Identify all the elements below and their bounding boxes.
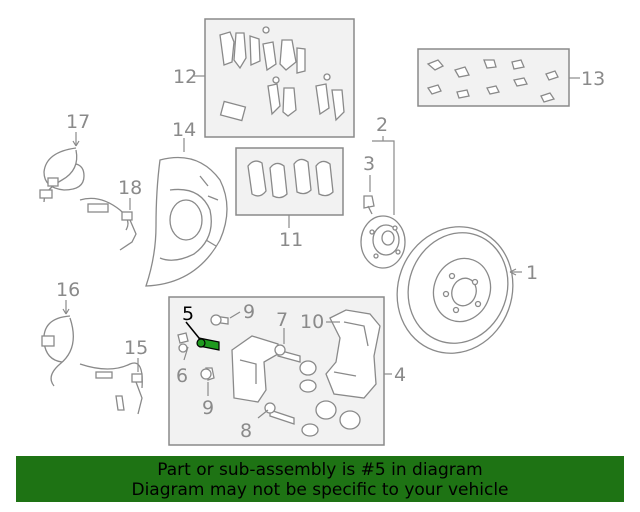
pad-kit-box: 12 xyxy=(173,18,355,138)
caliper-bracket xyxy=(231,335,279,403)
callout-2: 2 xyxy=(376,114,388,136)
clip-kit-box: 13 xyxy=(417,48,605,107)
caliper-body xyxy=(325,309,381,399)
wheel-speed-sensor-front: 18 xyxy=(118,177,142,251)
highlight-notice-banner: Part or sub-assembly is #5 in diagram Di… xyxy=(16,456,624,502)
wheel-speed-sensor-rear: 15 xyxy=(124,337,148,415)
banner-line-1: Part or sub-assembly is #5 in diagram xyxy=(157,460,483,480)
callout-17: 17 xyxy=(66,111,90,133)
callout-13: 13 xyxy=(581,68,605,90)
callout-4: 4 xyxy=(394,364,406,386)
banner-line-2: Diagram may not be specific to your vehi… xyxy=(131,480,509,500)
callout-12: 12 xyxy=(173,66,197,88)
callout-8: 8 xyxy=(240,420,252,442)
sensor-harness-upper: 17 xyxy=(39,111,129,231)
clips-group xyxy=(426,59,559,103)
dust-shield: 14 xyxy=(145,119,228,287)
highlighted-part-5[interactable] xyxy=(185,321,220,351)
callout-14: 14 xyxy=(172,119,196,141)
callout-9-lower: 9 xyxy=(202,397,214,419)
callout-18: 18 xyxy=(118,177,142,199)
wheel-hub: 2 xyxy=(360,114,406,269)
callout-3: 3 xyxy=(363,153,375,175)
pad-shims-group xyxy=(219,26,345,122)
sensor-harness-lower: 16 xyxy=(41,279,143,411)
callout-9-upper: 9 xyxy=(243,301,255,323)
hub-bolt: 3 xyxy=(363,153,375,215)
callout-5[interactable]: 5 xyxy=(182,303,194,325)
brake-pads-box: 11 xyxy=(235,147,344,251)
callout-6: 6 xyxy=(176,365,188,387)
callout-10: 10 xyxy=(300,311,324,333)
callout-11: 11 xyxy=(279,229,303,251)
callout-1: 1 xyxy=(526,262,538,284)
callout-15: 15 xyxy=(124,337,148,359)
caliper-assembly-box: 5 9 6 9 7 8 10 4 xyxy=(168,296,406,446)
callout-16: 16 xyxy=(56,279,80,301)
brake-rotor: 1 xyxy=(396,226,538,354)
brake-pads-group xyxy=(247,158,334,199)
callout-7: 7 xyxy=(276,309,288,331)
